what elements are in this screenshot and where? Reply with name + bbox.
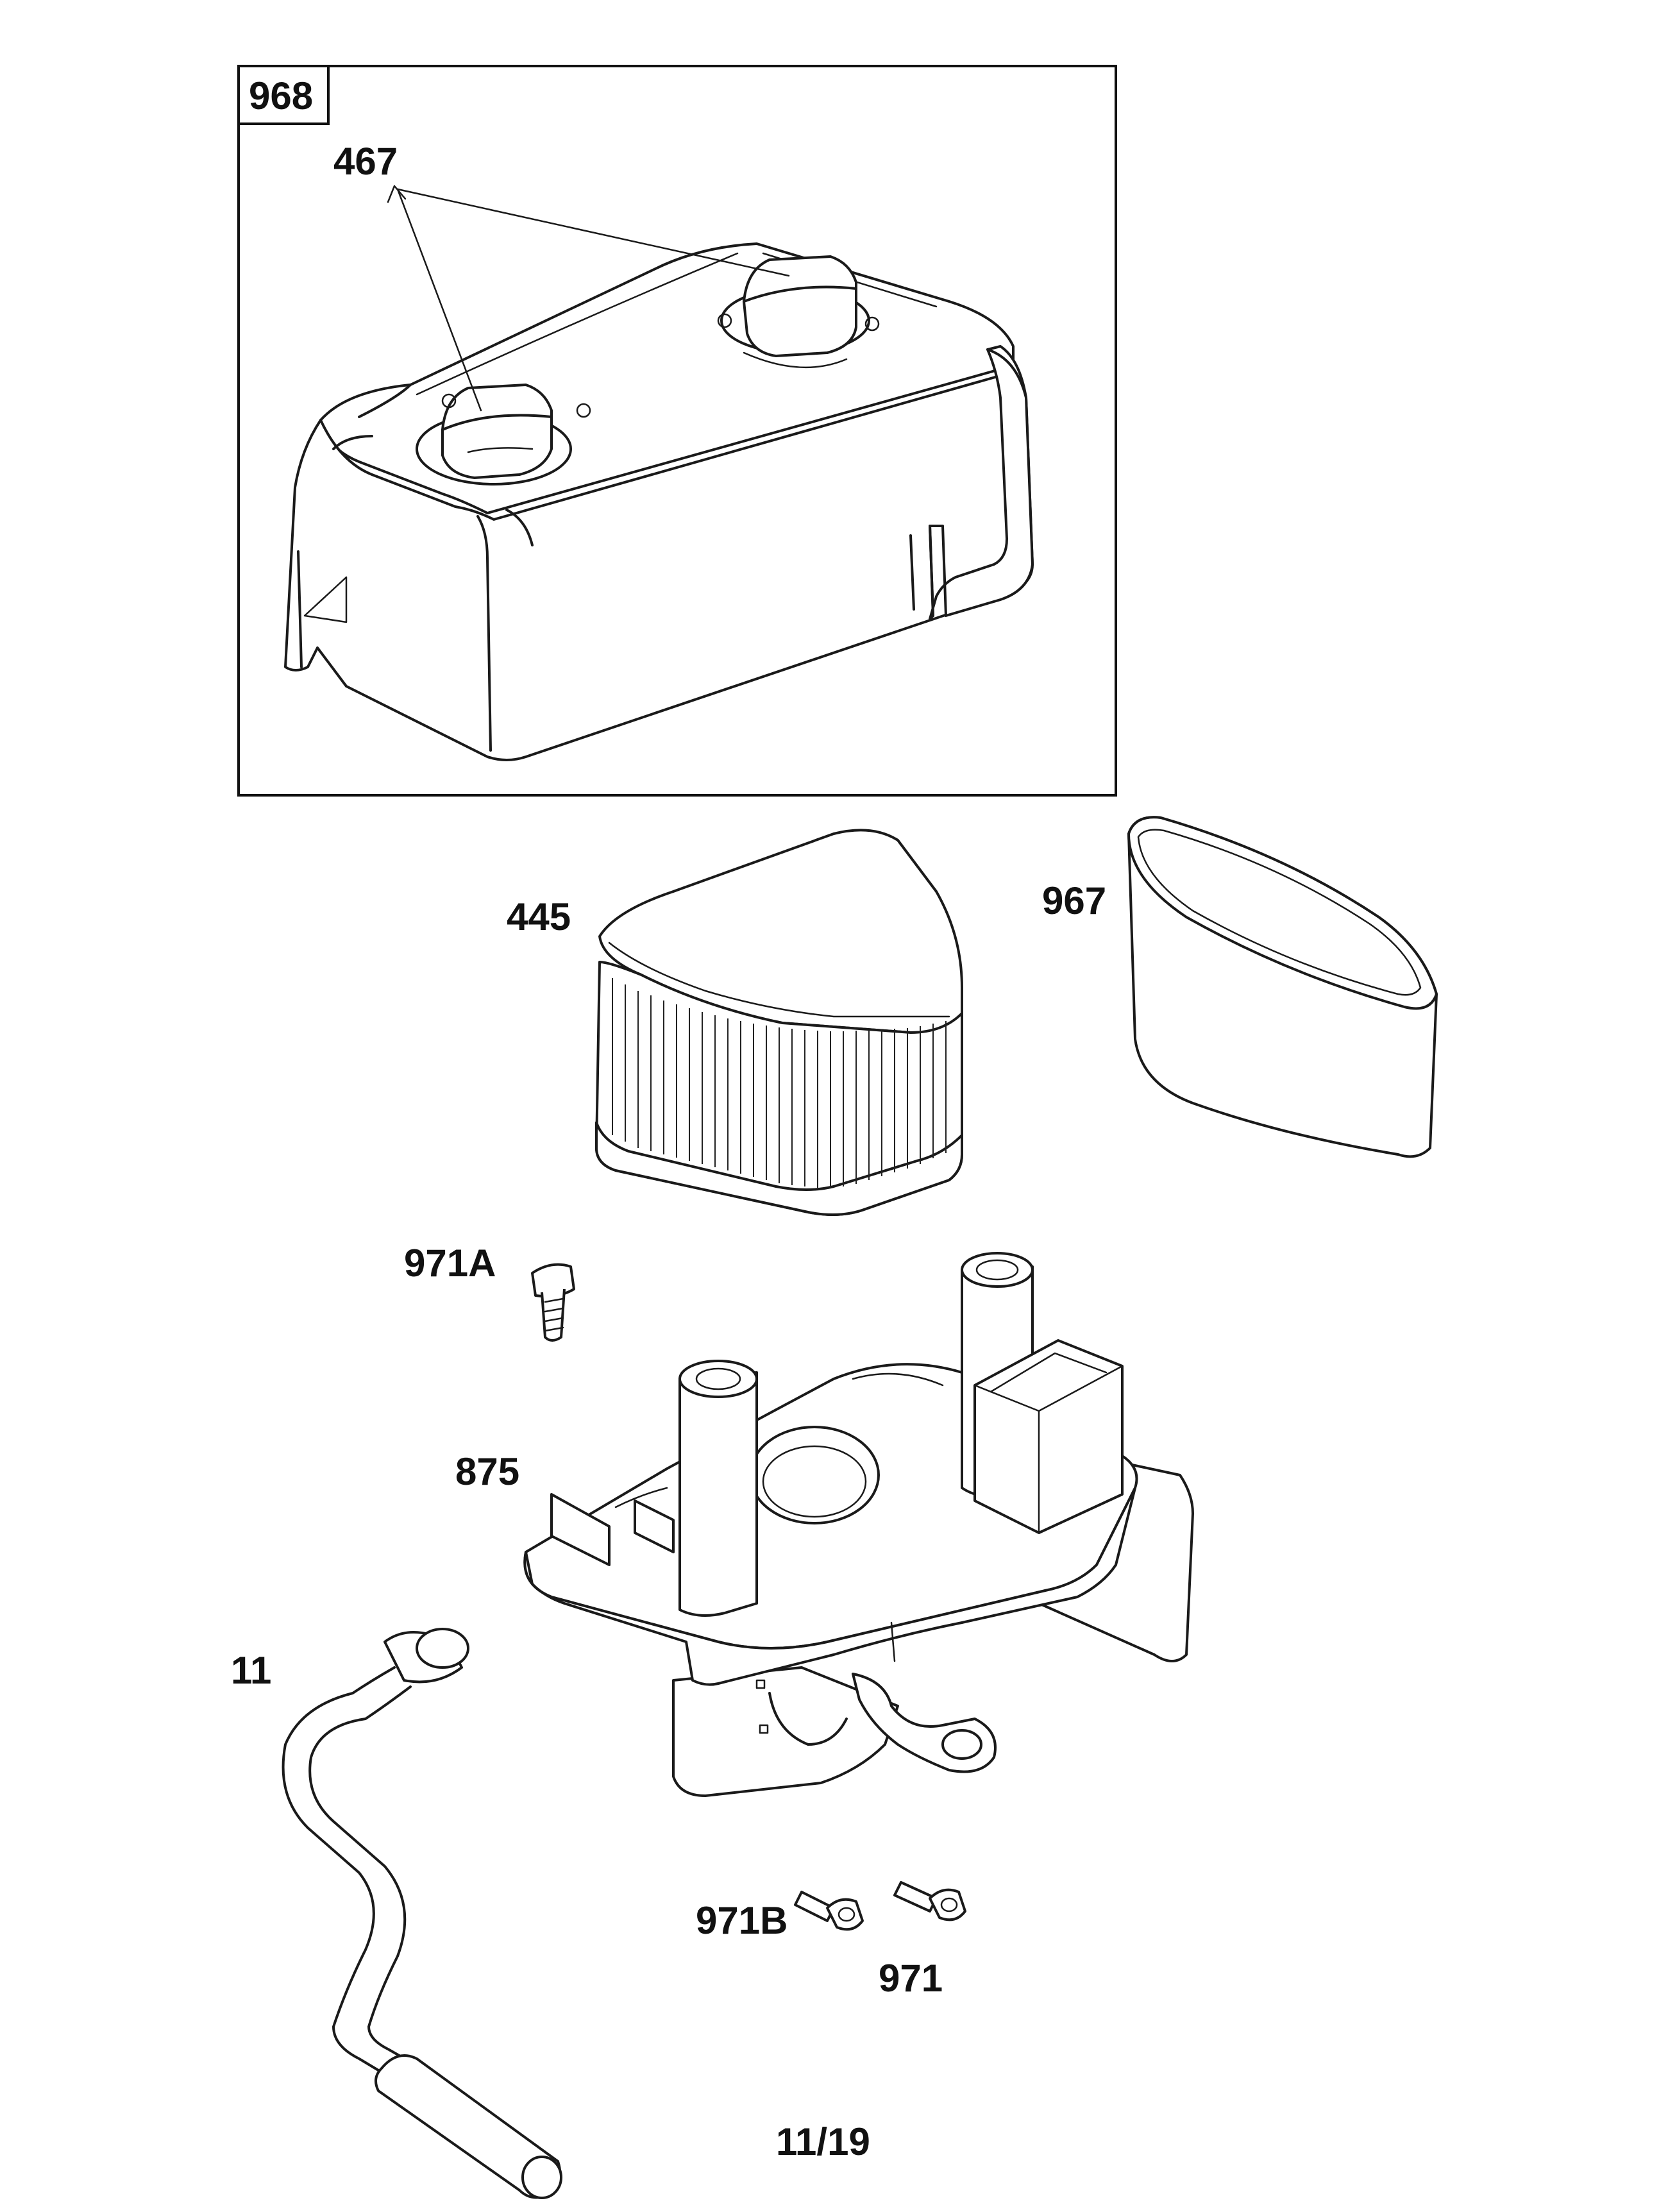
breather-tube-drawing xyxy=(282,1628,562,2199)
callout-875: 875 xyxy=(455,1450,519,1493)
pre-cleaner-drawing xyxy=(1127,816,1438,1158)
callout-971a: 971A xyxy=(404,1242,496,1285)
screw-971b-drawing xyxy=(794,1891,864,1931)
callout-445: 445 xyxy=(507,895,571,938)
air-cleaner-base-drawing xyxy=(523,1252,1194,1797)
callout-971: 971 xyxy=(879,1957,943,2000)
callout-971b: 971B xyxy=(696,1899,788,1942)
kit-box-label: 968 xyxy=(249,74,313,117)
callout-967: 967 xyxy=(1042,879,1106,922)
air-filter-drawing xyxy=(595,829,963,1216)
callout-467: 467 xyxy=(333,140,398,183)
leader-lines-467 xyxy=(387,185,790,412)
filter-pleats xyxy=(612,978,947,1188)
air-cleaner-cover-drawing xyxy=(284,242,1034,761)
kit-box-968: 968 xyxy=(237,65,1117,797)
screw-971-drawing xyxy=(893,1881,966,1921)
callout-11: 11 xyxy=(231,1649,271,1692)
page-number: 11/19 xyxy=(776,2120,870,2163)
screw-971a-drawing xyxy=(531,1263,575,1342)
